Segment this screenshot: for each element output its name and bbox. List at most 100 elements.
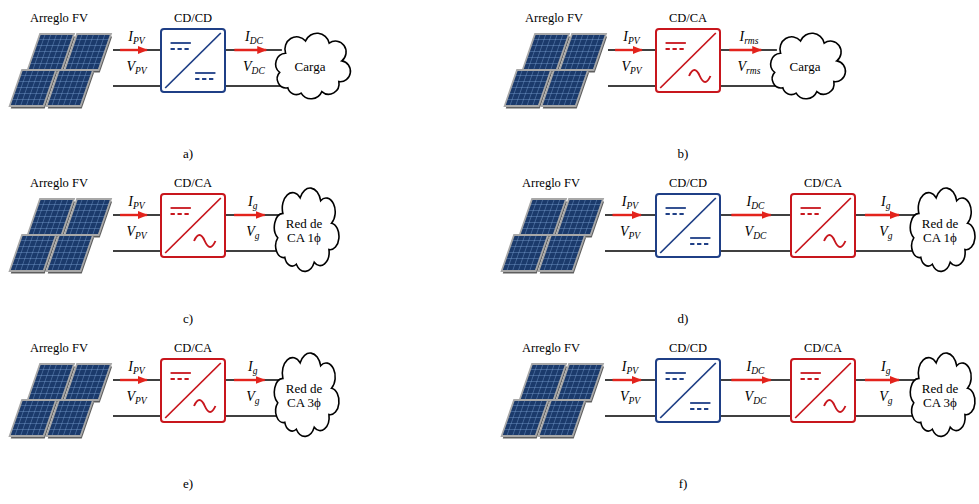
voltage-label: Vg: [879, 224, 892, 241]
symbol-subscript: g: [886, 201, 891, 211]
symbol-subscript: PV: [627, 201, 639, 211]
node-heading: Arreglo FV: [497, 173, 605, 193]
node-heading: CD/CA: [655, 8, 721, 28]
node-heading: Arreglo FV: [5, 338, 113, 358]
pv-array: Arreglo FV: [5, 338, 113, 443]
current-label: IDC: [245, 29, 263, 46]
symbol-letter: V: [879, 224, 888, 239]
current-arrow: [729, 49, 761, 51]
dc-ac-converter: CD/CA: [790, 338, 856, 423]
node-label: Red de CA 3ϕ: [283, 382, 325, 410]
symbol-subscript: PV: [135, 396, 147, 406]
symbol-letter: I: [248, 359, 253, 374]
symbol-letter: V: [738, 59, 747, 74]
current-arrow: [613, 379, 642, 381]
symbol-letter: I: [747, 194, 752, 209]
wire-pair: [113, 380, 160, 416]
symbol-letter: V: [126, 389, 135, 404]
node-heading: Arreglo FV: [5, 173, 113, 193]
current-label: IPV: [128, 359, 144, 376]
current-label: Ig: [248, 194, 257, 211]
symbol-letter: V: [745, 224, 754, 239]
node-heading: Arreglo FV: [5, 8, 113, 28]
wire: [113, 379, 160, 381]
current-arrow: [731, 214, 770, 216]
symbol-letter: I: [245, 29, 250, 44]
symbol-letter: V: [126, 59, 135, 74]
wire: [113, 214, 160, 216]
wire: [113, 85, 160, 87]
symbol-letter: I: [623, 29, 628, 44]
symbol-letter: V: [246, 389, 255, 404]
node-heading: Arreglo FV: [497, 338, 605, 358]
wire: [605, 214, 655, 216]
current-label: IPV: [623, 29, 639, 46]
current-label: Ig: [881, 359, 890, 376]
voltage-label: Vrms: [738, 59, 761, 76]
current-label: IDC: [747, 194, 765, 211]
node-label: Carga: [295, 60, 326, 74]
converter-symbol: [792, 195, 854, 256]
wire: [856, 415, 916, 417]
voltage-label: VDC: [745, 224, 767, 241]
pv-array: [501, 364, 605, 439]
load-cloud: Red de CA 1ϕ: [272, 189, 336, 273]
pv-array: [504, 34, 608, 109]
cloud-text-area: Red de CA 1ϕ: [908, 189, 972, 273]
node-heading: CD/CD: [160, 8, 226, 28]
current-label: IPV: [622, 359, 638, 376]
symbol-letter: V: [620, 389, 629, 404]
voltage-label: VPV: [620, 389, 640, 406]
symbol-letter: I: [622, 194, 627, 209]
current-label: IPV: [622, 194, 638, 211]
node-heading: CD/CA: [790, 338, 856, 358]
symbol-letter: I: [248, 194, 253, 209]
load-cloud: Red de CA 1ϕ: [908, 189, 972, 273]
current-label: IDC: [747, 359, 765, 376]
wire-pair: [856, 380, 916, 416]
symbol-subscript: PV: [627, 366, 639, 376]
voltage-label: VDC: [745, 389, 767, 406]
symbol-subscript: PV: [133, 366, 145, 376]
pv-array: [9, 364, 113, 439]
symbol-letter: I: [881, 359, 886, 374]
current-arrow: [865, 214, 899, 216]
symbol-letter: I: [622, 359, 627, 374]
panel-letter: e): [183, 476, 193, 492]
symbol-letter: V: [621, 59, 630, 74]
wire: [856, 379, 916, 381]
wire: [856, 250, 916, 252]
symbol-letter: V: [126, 224, 135, 239]
converter-box: [790, 193, 856, 258]
symbol-letter: V: [879, 389, 888, 404]
symbol-subscript: g: [255, 396, 260, 406]
converter-box: [655, 28, 721, 93]
converter-box: [655, 193, 721, 258]
node-heading: CD/CD: [655, 173, 721, 193]
dc-ac-converter: CD/CA: [160, 173, 226, 258]
current-arrow: [234, 379, 265, 381]
wire: [113, 415, 160, 417]
symbol-subscript: g: [888, 231, 893, 241]
voltage-label: VPV: [621, 59, 641, 76]
converter-symbol: [162, 360, 224, 421]
converter-box: [160, 358, 226, 423]
symbol-letter: V: [243, 59, 252, 74]
wire: [226, 379, 280, 381]
current-label: Irms: [739, 29, 758, 46]
pv-array: [9, 199, 113, 274]
wire: [226, 49, 282, 51]
symbol-subscript: PV: [630, 66, 642, 76]
load-cloud: Carga: [273, 34, 347, 100]
wire: [721, 415, 790, 417]
symbol-subscript: DC: [252, 66, 265, 76]
symbol-subscript: rms: [746, 66, 760, 76]
symbol-subscript: DC: [753, 231, 766, 241]
wire: [721, 49, 777, 51]
node-heading: CD/CA: [790, 173, 856, 193]
wire: [721, 85, 777, 87]
converter-box: [655, 358, 721, 423]
symbol-letter: V: [620, 224, 629, 239]
voltage-label: VDC: [243, 59, 265, 76]
wire: [226, 85, 282, 87]
